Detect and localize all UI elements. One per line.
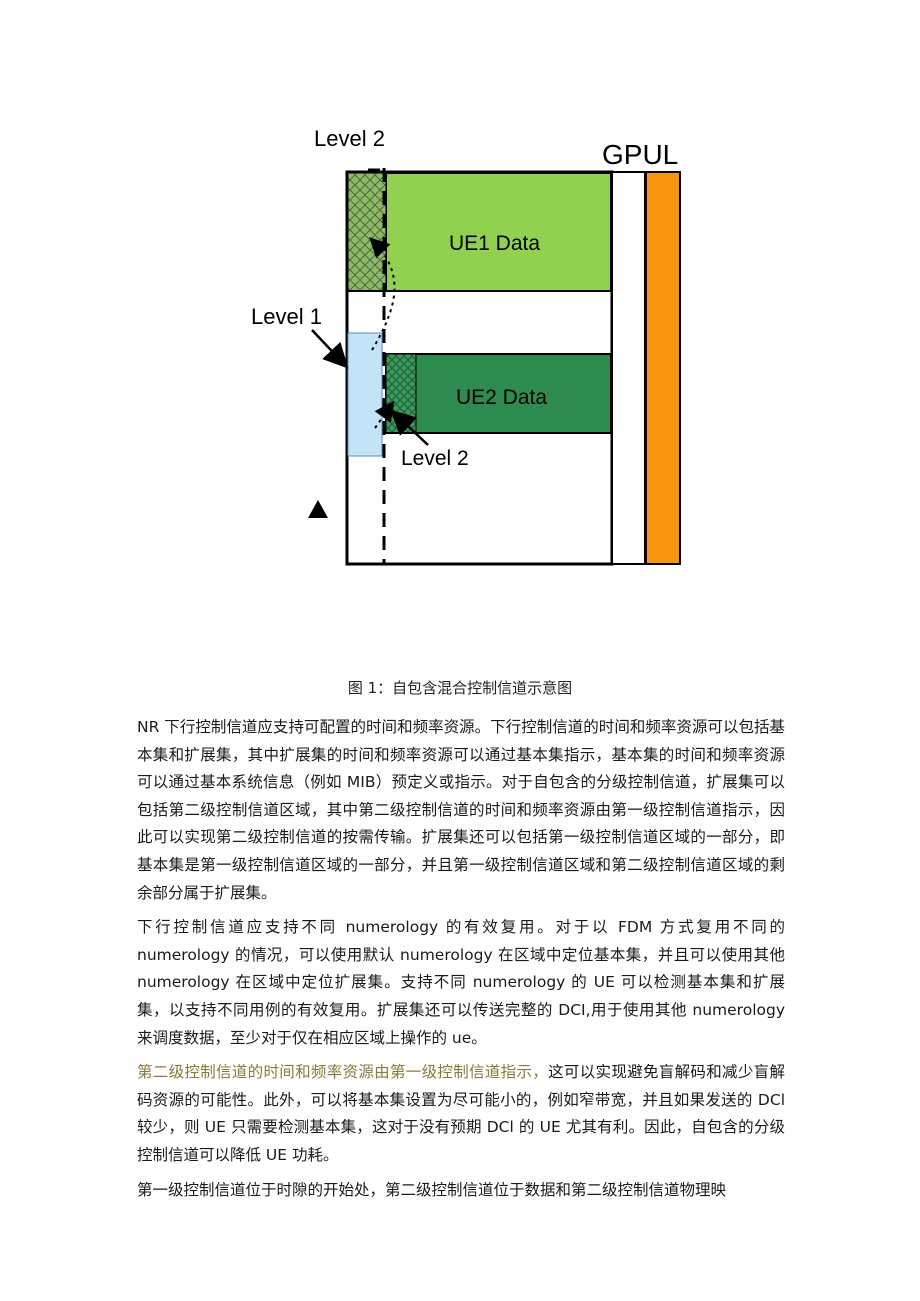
triangle-marker <box>308 500 328 518</box>
dotted-arrow-up <box>369 237 396 351</box>
paragraph-3: 第二级控制信道的时间和频率资源由第一级控制信道指示，这可以实现避免盲解码和减少盲… <box>137 1059 785 1169</box>
control-channel-figure: Level 2 GPUL UE1 Data Level 1 UE2 Data L… <box>251 126 681 566</box>
label-ue1: UE1 Data <box>449 232 540 255</box>
paragraph-3-text: 这可以实现避免盲解码和减少盲解码资源的可能性。此外，可以将基本集设置为尽可能小的… <box>137 1063 785 1164</box>
ue1-data-block <box>385 172 612 292</box>
label-level2-top: Level 2 <box>314 126 385 151</box>
level1-block <box>347 332 383 457</box>
gpul-gap <box>611 171 646 565</box>
dotted-arrow-right <box>374 400 395 429</box>
level1-pointer <box>311 329 349 369</box>
label-level1: Level 1 <box>251 304 322 329</box>
paragraph-4: 第一级控制信道位于时隙的开始处，第二级控制信道位于数据和第二级控制信道物理映 <box>137 1180 727 1199</box>
gpul-block <box>645 171 681 565</box>
body-text: NR 下行控制信道应支持可配置的时间和频率资源。下行控制信道的时间和频率资源可以… <box>137 714 785 1211</box>
figure-diagram: Level 2 GPUL UE1 Data Level 1 UE2 Data L… <box>251 126 681 566</box>
label-level2-bottom: Level 2 <box>401 447 469 470</box>
paragraph-3-highlight: 第二级控制信道的时间和频率资源由第一级控制信道指示， <box>137 1063 549 1082</box>
label-ue2: UE2 Data <box>456 386 547 409</box>
paragraph-2: 下行控制信道应支持不同 numerology 的有效复用。对于以 FDM 方式复… <box>137 918 785 1047</box>
label-gpul: GPUL <box>602 139 678 170</box>
paragraph-1: NR 下行控制信道应支持可配置的时间和频率资源。下行控制信道的时间和频率资源可以… <box>137 718 785 902</box>
level2-top-hatch <box>347 172 387 292</box>
figure-caption: 图 1：自包含混合控制信道示意图 <box>347 679 573 697</box>
level2-bottom-pointer <box>390 409 429 446</box>
